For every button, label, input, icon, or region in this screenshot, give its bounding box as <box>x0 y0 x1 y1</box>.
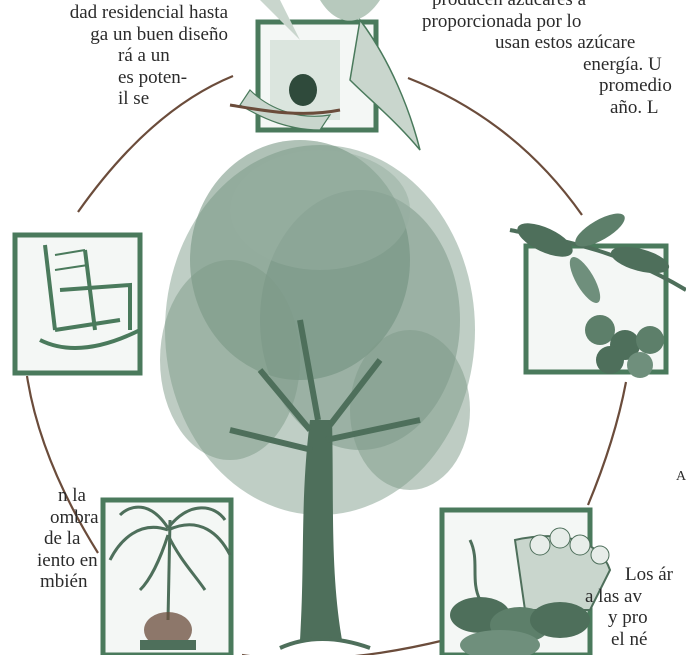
text-line: ga un buen diseño <box>90 23 228 45</box>
bird-icon <box>229 0 421 151</box>
connector-ring <box>25 74 628 655</box>
text-line: ombra <box>50 506 99 528</box>
text-block-bottom-right: Los ár a las av y pro el né <box>585 564 673 650</box>
fruit-basket-icon <box>439 507 612 655</box>
text-line: iento en <box>37 549 98 571</box>
text-line: el né <box>611 628 648 650</box>
rocking-chair-icon <box>12 232 143 376</box>
text-line: usan estos azúcare <box>495 32 636 53</box>
text-line: Los ár <box>625 564 674 585</box>
text-line: energía. U <box>583 53 662 75</box>
text-line: promedio <box>599 75 672 96</box>
text-line: mbién <box>40 571 88 592</box>
text-line: de la <box>44 528 81 549</box>
text-line: n la <box>58 485 86 506</box>
text-block-top-left: dad residencial hasta ga un buen diseño … <box>0 2 228 110</box>
potted-palm-icon <box>100 497 234 655</box>
text-block-bottom-left: n la ombra de la iento en mbién <box>0 485 100 593</box>
text-line: rá a un <box>118 45 170 66</box>
text-block-top-right: producen azúcares a proporcionada por lo… <box>422 0 672 118</box>
text-line: y pro <box>608 607 648 628</box>
text-line: producen azúcares a <box>432 0 672 11</box>
text-line: año. L <box>610 96 659 118</box>
text-line: a las av <box>585 585 642 607</box>
text-line: dad residencial hasta <box>69 2 228 23</box>
text-line: proporcionada por lo <box>422 10 582 32</box>
tree-icon <box>160 140 475 650</box>
text-line: es poten- <box>118 66 188 88</box>
text-line: il se <box>118 88 150 109</box>
stray-letter: A <box>676 469 686 484</box>
fruit-branch-icon <box>509 213 686 378</box>
